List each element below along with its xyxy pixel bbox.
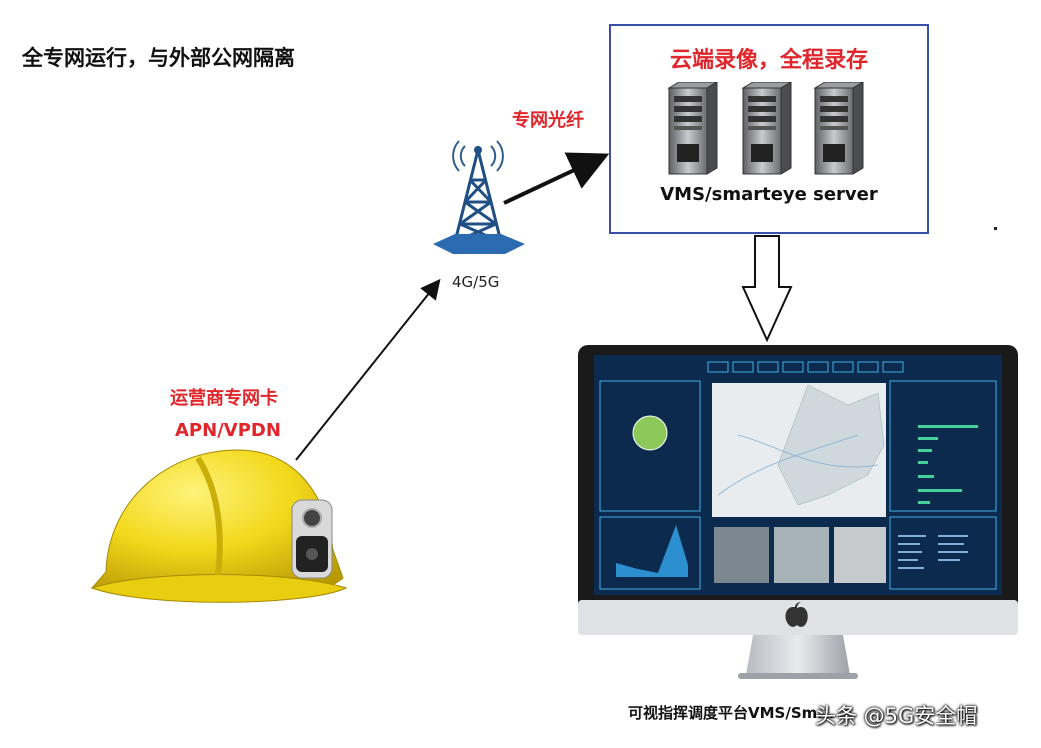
apple-logo-icon — [785, 602, 808, 627]
page-title: 全专网运行，与外部公网隔离 — [22, 46, 295, 70]
watermark: 头条 @5G安全帽 — [815, 704, 978, 728]
server-rack-icons — [667, 82, 864, 175]
platform-label: 可视指挥调度平台VMS/Sm... — [628, 704, 835, 722]
tower-label: 4G/5G — [452, 273, 500, 291]
cloud-title: 云端录像，全程录存 — [669, 48, 868, 73]
tower-to-cloud-arrow — [503, 152, 610, 205]
helmet-camera-image — [90, 449, 348, 603]
cell-tower-icon — [433, 140, 525, 254]
apn-label: APN/VPDN — [175, 420, 281, 441]
server-icon — [813, 82, 864, 175]
server-label: VMS/smarteye server — [660, 184, 878, 205]
carrier-label: 运营商专网卡 — [170, 388, 278, 409]
server-icon — [741, 82, 792, 175]
server-icon — [667, 82, 718, 175]
fiber-label: 专网光纤 — [512, 110, 584, 131]
helmet-to-tower-arrow — [295, 278, 441, 461]
cloud-server-box: 云端录像，全程录存 — [609, 24, 929, 234]
stray-dot — [994, 227, 997, 230]
cloud-to-platform-arrow — [741, 235, 793, 343]
monitor-image — [578, 345, 1018, 679]
